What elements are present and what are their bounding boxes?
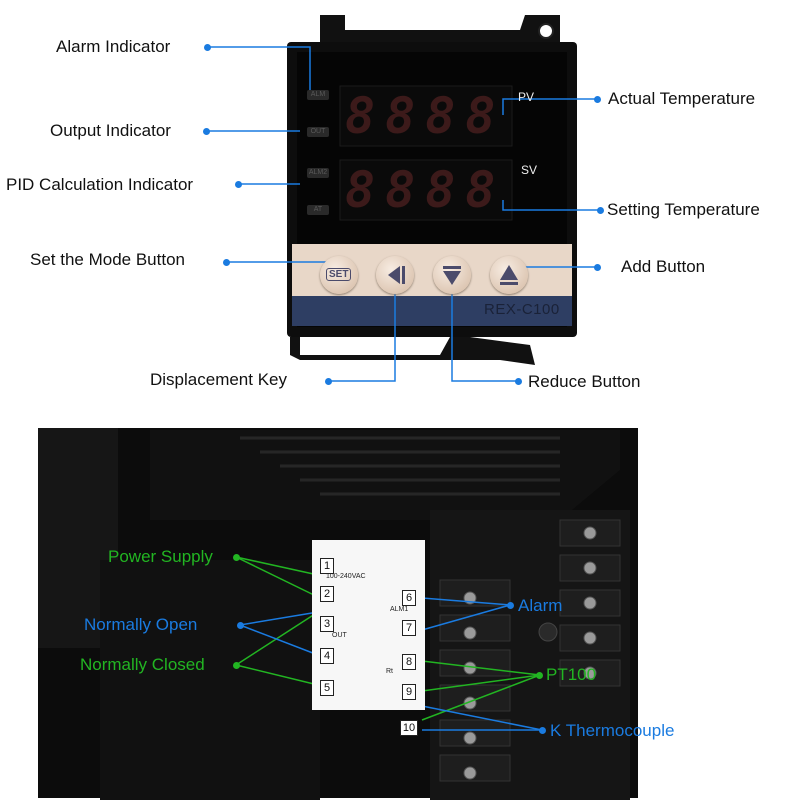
terminal-7: 7 bbox=[402, 620, 416, 636]
callout-dot bbox=[203, 128, 210, 135]
terminal-5: 5 bbox=[320, 680, 334, 696]
callout-dot bbox=[204, 44, 211, 51]
terminal-10: 10 bbox=[400, 720, 418, 736]
normally-open-label: Normally Open bbox=[84, 615, 198, 634]
callout-dot bbox=[594, 264, 601, 271]
callout-dot bbox=[325, 378, 332, 385]
add-button-label: Add Button bbox=[621, 257, 706, 276]
alarm-indicator-led: ALM bbox=[307, 90, 329, 100]
set-mode-button-label: Set the Mode Button bbox=[30, 250, 185, 269]
k-thermocouple-label: K Thermocouple bbox=[550, 721, 675, 740]
terminal-9: 9 bbox=[402, 684, 416, 700]
alarm2-indicator-led: ALM2 bbox=[307, 168, 329, 178]
callout-dot bbox=[237, 622, 244, 629]
reduce-button-label: Reduce Button bbox=[528, 372, 641, 391]
sv-label: SV bbox=[521, 163, 538, 177]
displacement-button[interactable] bbox=[376, 256, 414, 294]
alarm-label: Alarm bbox=[518, 596, 563, 615]
set-button-label: SET bbox=[326, 268, 352, 281]
terminal-8: 8 bbox=[402, 654, 416, 670]
pid-indicator-led: AT bbox=[307, 205, 329, 215]
normally-closed-label: Normally Closed bbox=[80, 655, 205, 674]
pt100-label: PT100 bbox=[546, 665, 597, 684]
out-text: OUT bbox=[332, 632, 347, 639]
callout-dot bbox=[536, 672, 543, 679]
pv-label: PV bbox=[518, 90, 535, 104]
setting-temperature-label: Setting Temperature bbox=[607, 200, 760, 219]
output-indicator-led: OUT bbox=[307, 127, 329, 137]
power-supply-label: Power Supply bbox=[108, 547, 213, 566]
terminal-2: 2 bbox=[320, 586, 334, 602]
rt-text: Rt bbox=[386, 668, 393, 675]
alarm-indicator-label: Alarm Indicator bbox=[56, 37, 171, 56]
pid-indicator-label: PID Calculation Indicator bbox=[6, 175, 194, 194]
callout-dot bbox=[539, 727, 546, 734]
callout-dot bbox=[594, 96, 601, 103]
voltage-text: 100-240VAC bbox=[326, 573, 366, 580]
terminal-3: 3 bbox=[320, 616, 334, 632]
output-indicator-label: Output Indicator bbox=[50, 121, 171, 140]
terminal-6: 6 bbox=[402, 590, 416, 606]
actual-temperature-label: Actual Temperature bbox=[608, 89, 756, 108]
callout-dot bbox=[515, 378, 522, 385]
terminal-4: 4 bbox=[320, 648, 334, 664]
wiring-diagram-label: 1 2 100-240VAC 3 OUT 4 5 6 ALM1 7 8 Rt 9… bbox=[312, 540, 425, 736]
callout-dot bbox=[223, 259, 230, 266]
callout-dot bbox=[233, 554, 240, 561]
sv-display: 8888 bbox=[345, 161, 506, 219]
alm-text: ALM1 bbox=[390, 606, 409, 613]
add-button[interactable] bbox=[490, 256, 528, 294]
pv-display: 8888 bbox=[345, 87, 506, 145]
up-arrow-icon bbox=[500, 265, 518, 285]
terminal-1: 1 bbox=[320, 558, 334, 574]
displacement-key-label: Displacement Key bbox=[150, 370, 288, 389]
callout-dot bbox=[507, 602, 514, 609]
shift-left-icon bbox=[388, 266, 405, 284]
down-arrow-icon bbox=[443, 266, 461, 285]
callout-dot bbox=[233, 662, 240, 669]
callout-dot bbox=[235, 181, 242, 188]
reduce-button[interactable] bbox=[433, 256, 471, 294]
callout-dot bbox=[597, 207, 604, 214]
set-button[interactable]: SET bbox=[320, 256, 358, 294]
model-label: REX-C100 bbox=[484, 301, 560, 318]
